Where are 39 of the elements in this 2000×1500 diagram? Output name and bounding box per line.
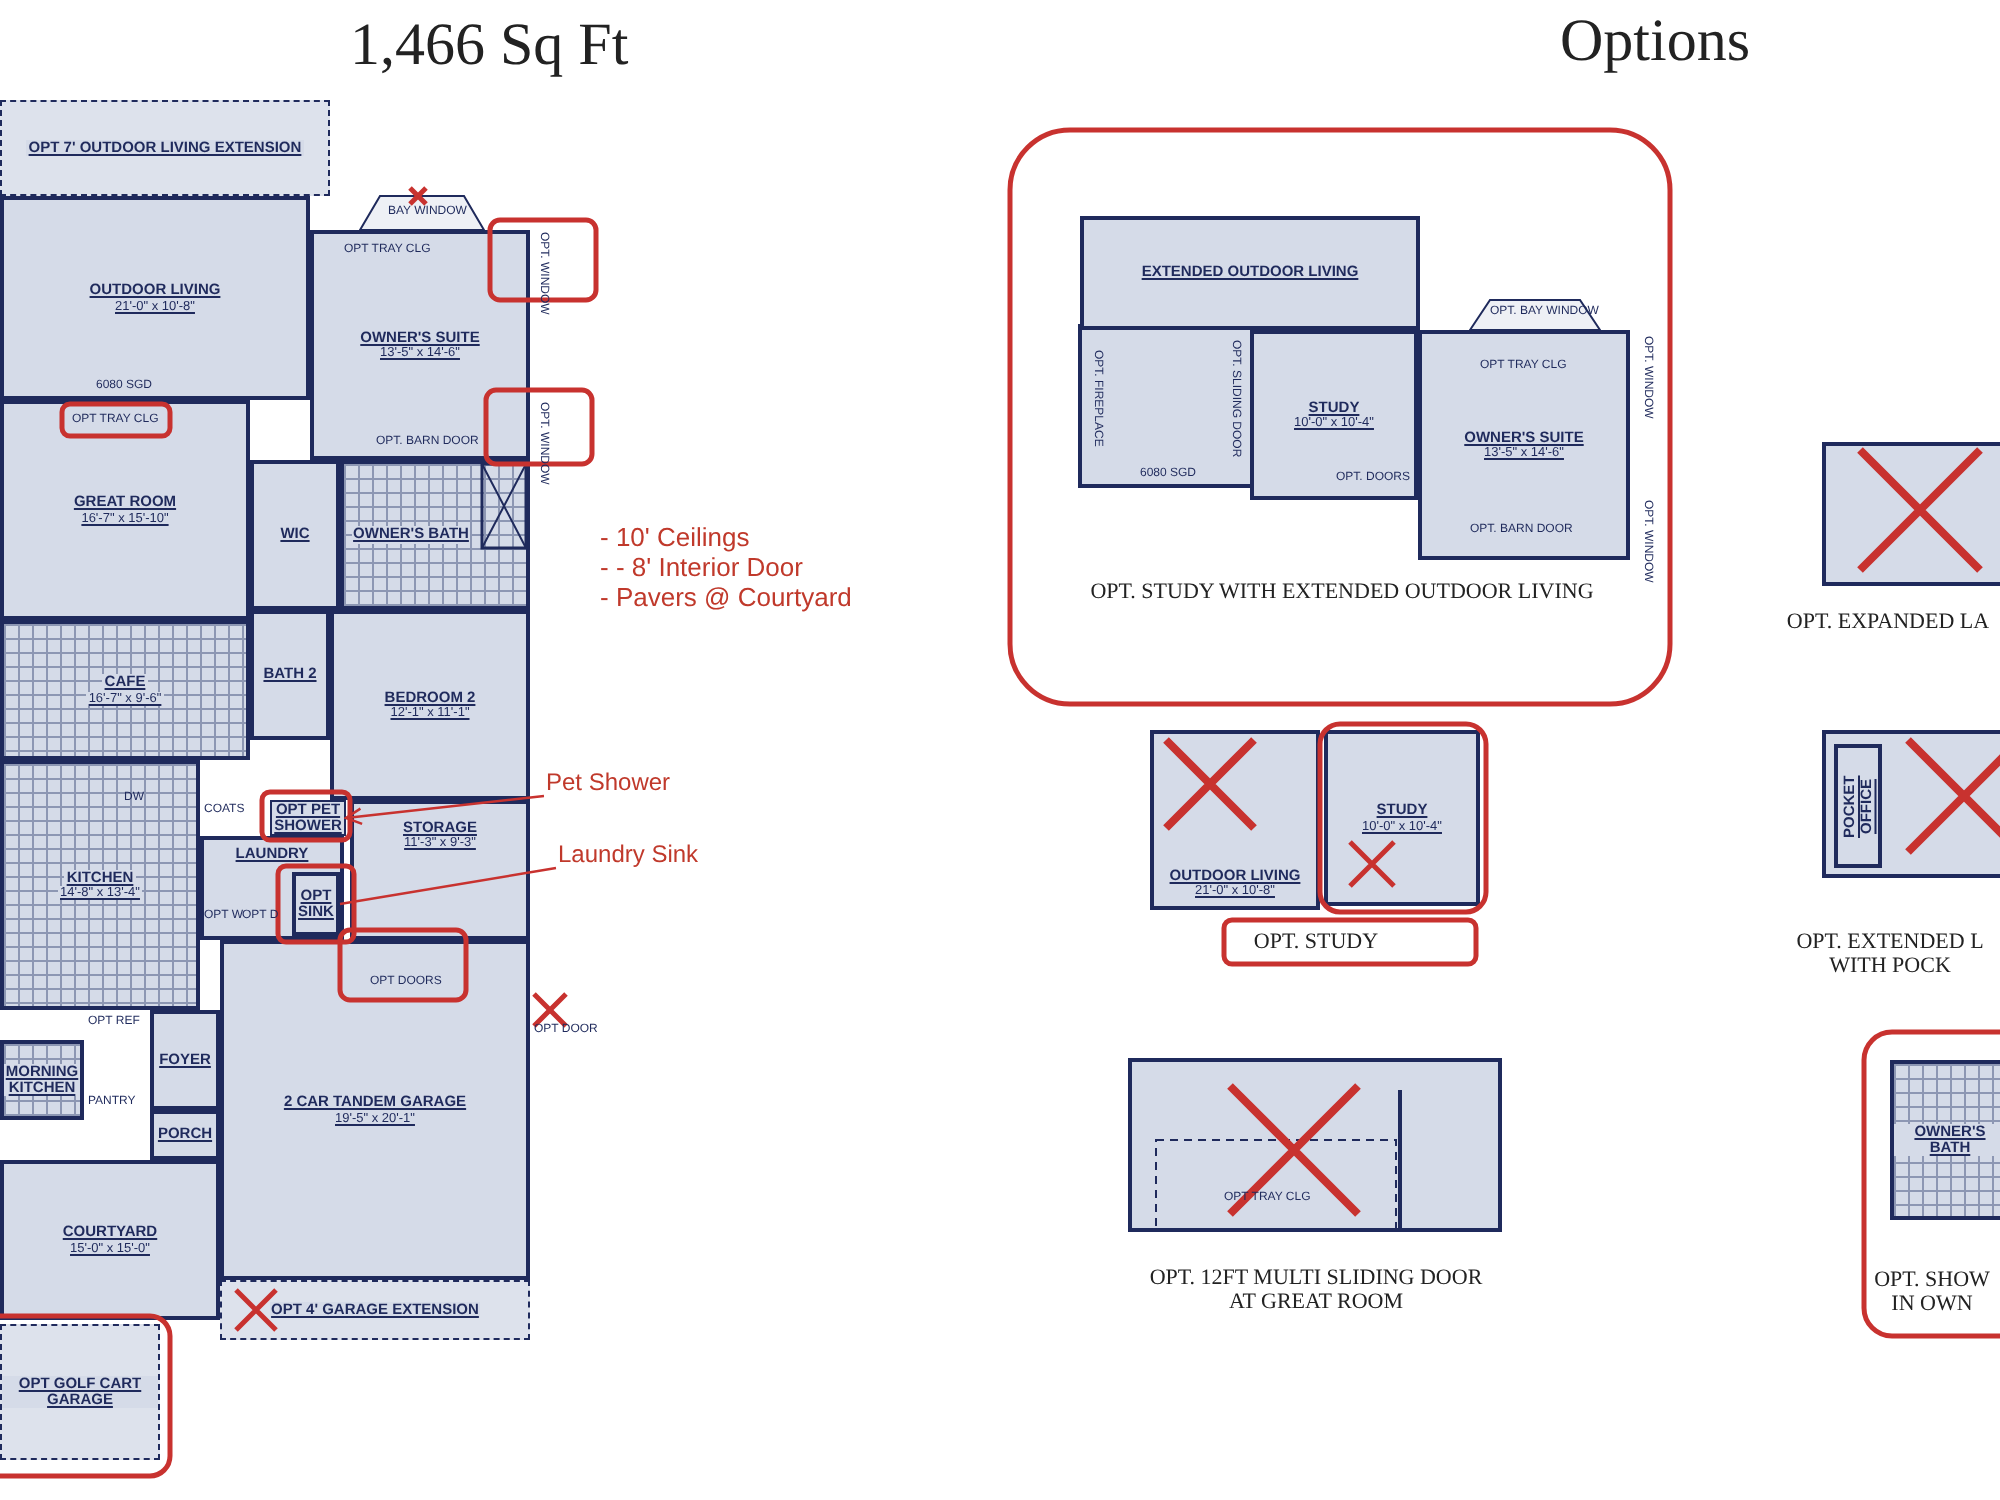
room-area [310, 230, 530, 460]
room-area [200, 836, 344, 940]
section-heading: Options [1560, 8, 1751, 74]
option-caption: OPT. STUDY WITH EXTENDED OUTDOOR LIVING [1088, 580, 1596, 605]
room-area [0, 1040, 84, 1120]
plan-title: 1,466 Sq Ft [350, 12, 629, 80]
note-text: - 10' Ceilings [600, 524, 750, 553]
room-area [330, 610, 530, 800]
note-text: - - 8' Interior Door [600, 554, 803, 583]
room-area [150, 1010, 220, 1110]
garage-area [220, 940, 530, 1280]
note-text: Pet Shower [544, 770, 673, 798]
courtyard-area [0, 1160, 220, 1320]
option-caption: OPT. 12FT MULTI SLIDING DOOR AT GREAT ROOM [1147, 1266, 1485, 1315]
patio-area [1080, 216, 1420, 330]
room-area [350, 800, 530, 940]
room-area [1418, 330, 1630, 560]
room-area [0, 400, 250, 620]
note-text: - Pavers @ Courtyard [600, 584, 852, 613]
option-caption: OPT. SHOW IN OWN [1872, 1268, 1992, 1317]
room-area [1250, 330, 1418, 500]
patio-area [0, 100, 330, 196]
closet-area [250, 460, 340, 610]
room-area [0, 620, 250, 760]
garage-area [0, 1324, 160, 1460]
option-caption: OPT. EXTENDED L WITH POCK [1794, 930, 1986, 979]
leader-line [344, 794, 545, 826]
note-text: Laundry Sink [556, 842, 701, 870]
room-area [250, 610, 330, 740]
room-area [0, 196, 310, 400]
sink-area [292, 872, 340, 936]
garage-area [220, 1280, 530, 1340]
patio-area [1150, 730, 1320, 910]
room-area [340, 460, 530, 610]
room-area [1890, 1060, 2000, 1220]
room-area [0, 760, 200, 1010]
option-caption: OPT. STUDY [1251, 930, 1381, 955]
option-caption: OPT. EXPANDED LA [1784, 610, 1992, 635]
room-area [150, 1110, 220, 1160]
